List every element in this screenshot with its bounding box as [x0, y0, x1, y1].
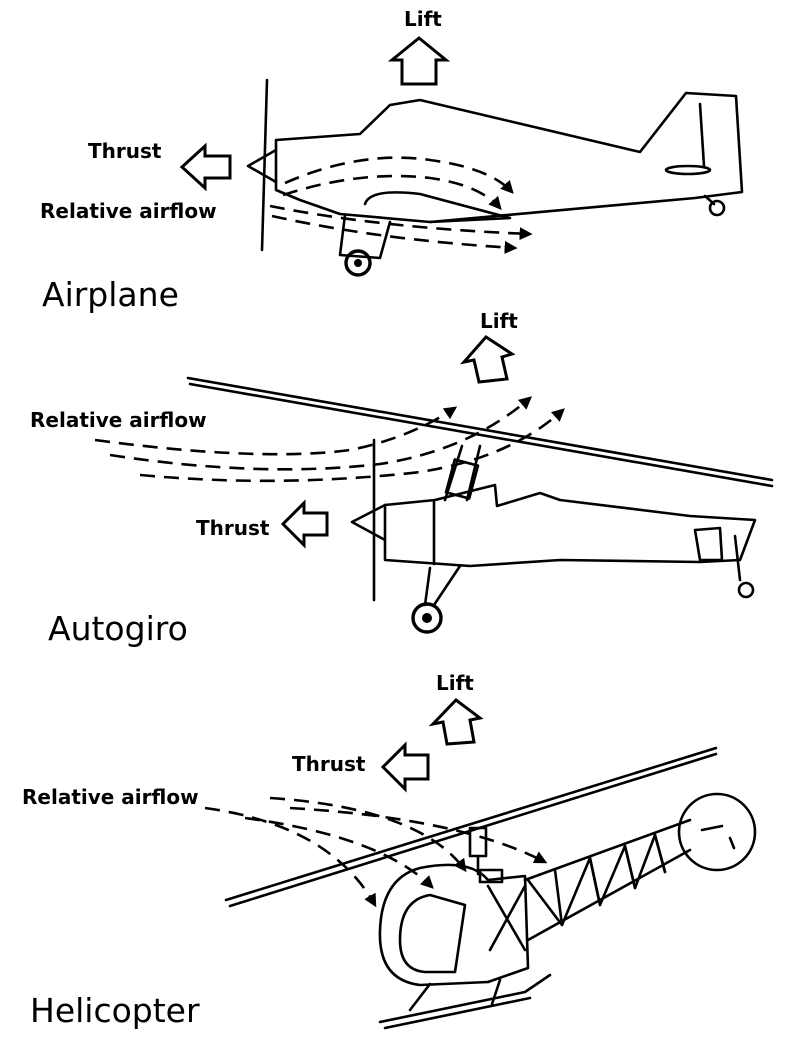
helicopter-airflow-lines — [204, 796, 548, 908]
autogiro-thrust-label: Thrust — [196, 516, 270, 540]
helicopter-relative-airflow-label: Relative airflow — [22, 785, 199, 809]
autogiro-panel: Lift Relative airflow Thrust — [30, 309, 774, 648]
airplane-thrust-arrow-icon — [179, 142, 232, 192]
autogiro-drawing — [186, 376, 774, 634]
airplane-airflow-lines — [269, 156, 533, 254]
helicopter-drawing — [224, 746, 757, 1030]
airplane-thrust-label: Thrust — [88, 139, 162, 163]
autogiro-airflow-lines — [94, 396, 565, 483]
airplane-relative-airflow-label: Relative airflow — [40, 199, 217, 223]
autogiro-relative-airflow-label: Relative airflow — [30, 408, 207, 432]
airplane-name: Airplane — [42, 275, 179, 314]
autogiro-name: Autogiro — [48, 609, 188, 648]
helicopter-lift-arrow-icon — [428, 698, 484, 746]
airplane-lift-label: Lift — [404, 7, 442, 31]
airplane-panel: Lift Thrust Relative airflow — [40, 7, 744, 314]
airplane-lift-arrow-icon — [387, 36, 451, 86]
airplane-drawing — [246, 78, 744, 277]
helicopter-panel: Lift Thrust Relative airflow — [22, 671, 757, 1030]
helicopter-name: Helicopter — [30, 991, 200, 1030]
helicopter-thrust-arrow-icon — [380, 741, 430, 793]
helicopter-lift-label: Lift — [436, 671, 474, 695]
autogiro-lift-label: Lift — [480, 309, 518, 333]
autogiro-lift-arrow-icon — [459, 335, 516, 384]
helicopter-thrust-label: Thrust — [292, 752, 366, 776]
autogiro-thrust-arrow-icon — [280, 499, 329, 549]
